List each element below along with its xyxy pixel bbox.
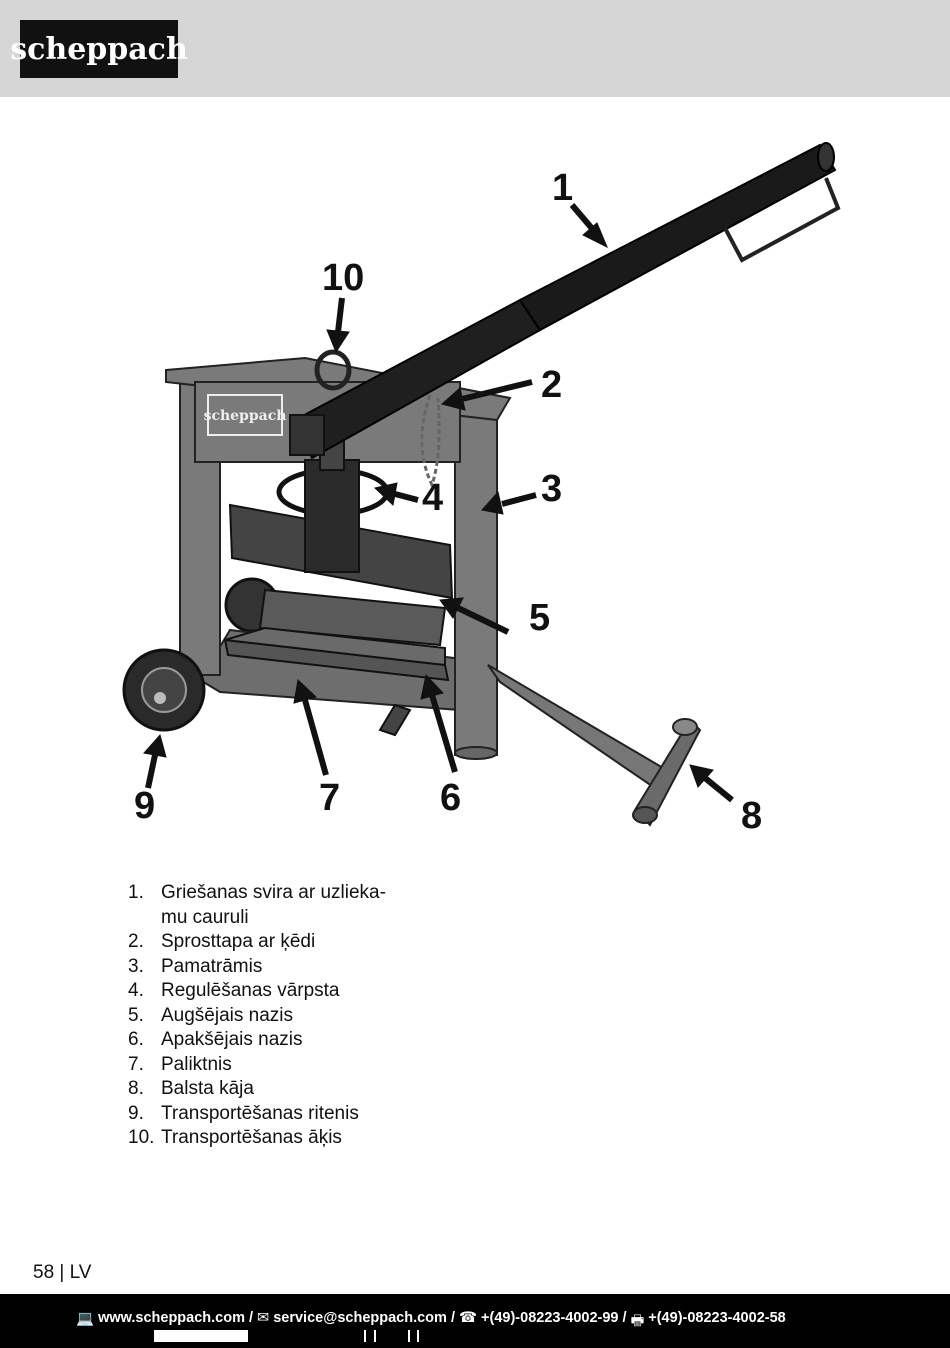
item-text: Paliktnis <box>161 1053 232 1075</box>
frame-logo <box>207 394 283 436</box>
callout-5: 5 <box>529 597 550 639</box>
callout-6: 6 <box>440 777 461 819</box>
item-number: 7. <box>128 1053 144 1075</box>
item-text: Transportēšanas ritenis <box>161 1102 359 1124</box>
callout-3: 3 <box>541 468 562 510</box>
item-text: Balsta kāja <box>161 1078 254 1099</box>
fax-icon: 🖶 <box>630 1313 645 1329</box>
support-leg <box>487 664 677 797</box>
callout-1: 1 <box>552 167 573 209</box>
lever-handle-loop <box>723 177 841 263</box>
item-number: 1. <box>128 882 144 903</box>
item-text: Griešanas svira ar uzlieka-mu cauruli <box>161 882 386 928</box>
item-number: 4. <box>128 980 144 1001</box>
table <box>258 588 447 647</box>
list-item: 4. Regulēšanas vārpsta <box>128 979 411 1004</box>
header-band: scheppach <box>0 0 950 97</box>
callout-2: 2 <box>541 364 562 406</box>
callout-4: 4 <box>422 477 443 519</box>
list-item: 9. Transportēšanas ritenis <box>128 1102 411 1127</box>
item-text: Sprosttapa ar ķēdi <box>161 931 316 952</box>
right-column <box>454 404 498 756</box>
list-item: 10. Transportēšanas āķis <box>128 1126 411 1151</box>
item-number: 10. <box>128 1127 155 1148</box>
fax-number: +(49)-08223-4002-58 <box>648 1310 786 1326</box>
item-number: 6. <box>128 1029 144 1050</box>
spindle <box>304 459 360 573</box>
footer-bar: 💻 www.scheppach.com / ✉ service@scheppac… <box>0 1294 950 1348</box>
footer-barcode <box>154 1330 424 1342</box>
item-number: 8. <box>128 1078 144 1099</box>
transport-eye <box>314 349 352 391</box>
item-number: 3. <box>128 955 144 977</box>
page-number: 58 | LV <box>33 1262 92 1283</box>
phone-icon: ☎ <box>458 1310 478 1326</box>
item-text: Apakšējais nazis <box>161 1029 303 1050</box>
extension-tube <box>518 143 837 332</box>
frame-logo-text: scheppach <box>204 408 287 424</box>
item-number: 9. <box>128 1102 144 1124</box>
footer-contact: 💻 www.scheppach.com / ✉ service@scheppac… <box>76 1310 786 1335</box>
callout-8: 8 <box>741 795 762 837</box>
computer-icon: 💻 <box>76 1311 95 1327</box>
callout-arrows <box>143 203 734 803</box>
callout-10: 10 <box>322 257 364 299</box>
list-item: 6. Apakšējais nazis <box>128 1028 411 1053</box>
email-link[interactable]: service@scheppach.com / <box>273 1310 455 1326</box>
list-item: 2. Sprosttapa ar ķēdi <box>128 930 411 955</box>
phone-number: +(49)-08223-4002-99 / <box>481 1310 627 1326</box>
website-link[interactable]: www.scheppach.com / <box>98 1310 254 1326</box>
callout-9: 9 <box>134 785 155 827</box>
callout-7: 7 <box>319 777 340 819</box>
chain <box>420 394 441 490</box>
brand-logo: scheppach <box>10 20 188 78</box>
list-item: 5. Augšējais nazis <box>128 1004 411 1029</box>
item-text: Transportēšanas āķis <box>161 1127 342 1148</box>
item-number: 2. <box>128 931 144 952</box>
item-text: Augšējais nazis <box>161 1004 294 1026</box>
mail-icon: ✉ <box>257 1310 270 1326</box>
parts-list: 1.Griešanas svira ar uzlieka-mu cauruli … <box>128 881 411 1151</box>
product-illustration: scheppach 1 2 3 4 5 6 7 8 9 <box>122 142 841 837</box>
item-text: Regulēšanas vārpsta <box>161 980 340 1001</box>
item-number: 5. <box>128 1004 144 1026</box>
list-item: 1. Griešanas svira ar uzlieka-mu cauruli <box>128 881 411 930</box>
item-text: Pamatrāmis <box>161 955 263 977</box>
list-item: 8. Balsta kāja <box>128 1077 411 1102</box>
list-item: 7. Paliktnis <box>128 1053 411 1078</box>
list-item: 3. Pamatrāmis <box>128 955 411 980</box>
